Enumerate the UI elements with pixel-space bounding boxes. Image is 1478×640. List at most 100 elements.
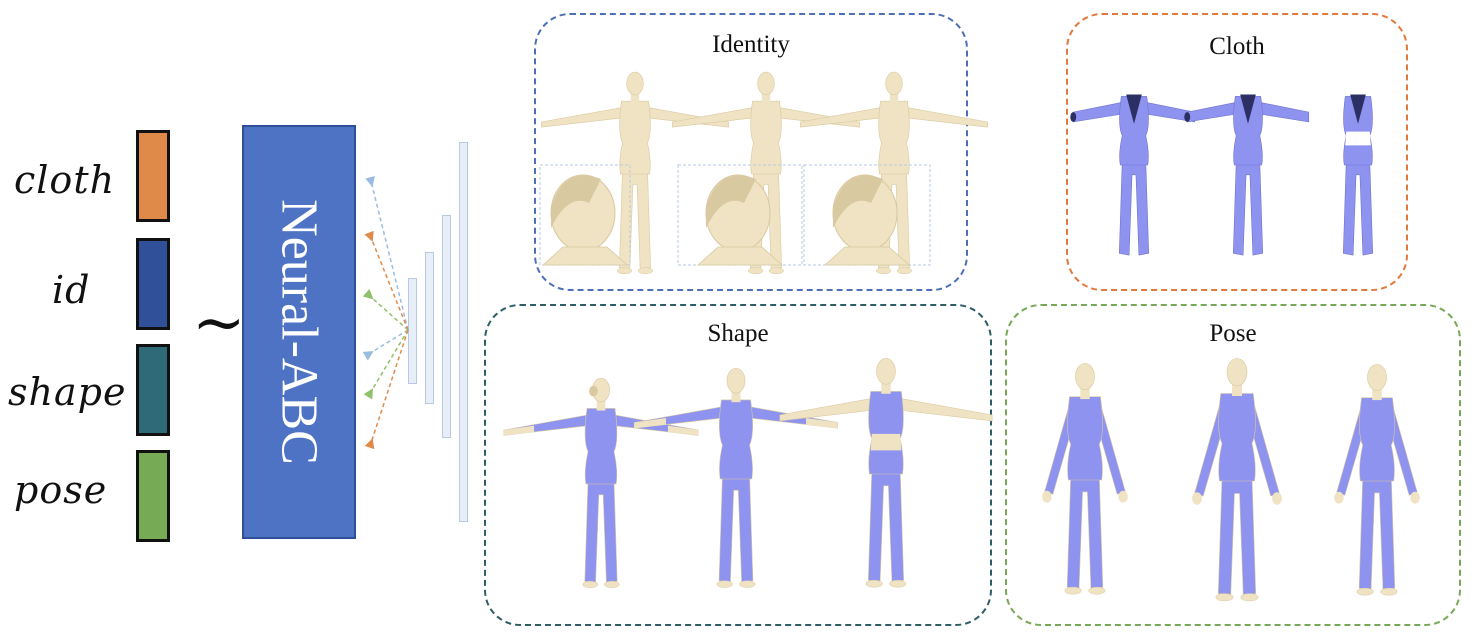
latent-label-pose: pose (14, 468, 108, 512)
figure-foot (896, 267, 912, 275)
figure-hand (503, 425, 535, 436)
figure-foot (1064, 586, 1082, 595)
figure-foot (1088, 586, 1106, 595)
figure-head (1226, 358, 1248, 387)
figure-legs (1358, 475, 1396, 591)
latent-bar-id (136, 238, 170, 330)
identity-panel-title: Identity (712, 31, 790, 58)
figure-hand (1334, 491, 1344, 504)
figure-head (1075, 363, 1095, 390)
cloth-panel: Cloth (1066, 13, 1408, 291)
figure-neck (630, 90, 640, 104)
figure-foot (617, 267, 633, 275)
shape-body-slim (779, 358, 993, 588)
pose-body-2 (1192, 358, 1282, 602)
figure-neck (761, 90, 771, 104)
figure-foot (865, 579, 883, 588)
figure-neck (731, 388, 741, 403)
latent-bar-pose (136, 450, 170, 542)
figure-foot (889, 579, 907, 588)
figure-foot (637, 267, 653, 275)
shape-body-heavy (503, 377, 699, 588)
garment-top (1119, 96, 1149, 166)
decoder-arrow (363, 329, 409, 400)
figure-torso (878, 100, 910, 175)
face-shoulders (541, 246, 629, 266)
figure-foot (582, 580, 599, 588)
garment-sleeve (1259, 101, 1310, 123)
garment-pants (1232, 160, 1264, 256)
figure-torso (1218, 393, 1256, 482)
identity-body (672, 71, 860, 275)
figure-foot (739, 580, 756, 588)
shape-body-medium (634, 367, 838, 588)
figure-arm (541, 107, 623, 128)
figure-head (626, 71, 644, 96)
identity-figures (539, 71, 988, 275)
figure-neck (596, 397, 606, 411)
garment-cuff (1070, 112, 1077, 122)
garment-pants (1342, 160, 1374, 256)
figure-torso (868, 391, 904, 475)
figure-hand (806, 417, 838, 429)
latent-label-cloth: cloth (14, 158, 116, 202)
figure-head (885, 71, 903, 96)
face-shoulders (823, 246, 911, 266)
figure-foot (603, 580, 620, 588)
garment-sleeve (1186, 101, 1237, 123)
figure-legs (718, 474, 754, 584)
figure-foot (1240, 593, 1259, 602)
figure-neck (1232, 381, 1242, 396)
cloth-figures (1070, 94, 1374, 256)
figure-head (1367, 364, 1387, 391)
cloth-garment-jacket (1184, 94, 1310, 256)
figure-hand (667, 425, 699, 436)
figure-foot (716, 580, 733, 588)
decoder-arrow (362, 329, 409, 361)
figure-neck (1080, 384, 1090, 400)
figure-hand (1272, 492, 1282, 505)
figure-head (726, 367, 746, 394)
figure-foot (768, 267, 784, 275)
figure-torso (719, 399, 753, 480)
figure-head (757, 71, 775, 96)
garment-inner (1240, 94, 1256, 124)
figure-neck (1372, 385, 1382, 401)
figure-torso (750, 100, 782, 175)
cloth-panel-title: Cloth (1209, 33, 1265, 60)
decoder-layer-1 (408, 278, 417, 384)
figure-legs (584, 479, 618, 584)
figure-arm (779, 398, 873, 422)
figure-legs (619, 169, 651, 271)
figure-torso (1067, 396, 1103, 481)
figure-torso (1359, 397, 1395, 482)
latent-label-shape: shape (8, 370, 127, 414)
figure-hand (634, 417, 666, 429)
figure-torso (584, 408, 618, 485)
figure-hand (1192, 492, 1202, 505)
figure-hand (1410, 491, 1420, 504)
shape-panel-title: Shape (707, 320, 769, 347)
garment-sleeve (1072, 101, 1123, 123)
face-inset-box (803, 164, 931, 266)
pose-panel: Pose (1005, 304, 1461, 626)
figure-neck (881, 379, 891, 394)
pose-figures (1042, 358, 1420, 602)
garment-cuff (1184, 112, 1191, 122)
garment-pants (1118, 160, 1150, 256)
cloth-garment-suit (1070, 94, 1196, 256)
figure-legs (1066, 474, 1104, 590)
figure-torso (619, 100, 651, 175)
decoder-arrow (365, 176, 409, 331)
figure-midriff (870, 433, 902, 451)
face-shoulders (696, 246, 784, 266)
face-hair (551, 175, 601, 228)
figure-arm (899, 398, 993, 422)
pose-body-1 (1042, 363, 1128, 595)
identity-panel: Identity (534, 13, 988, 291)
garment-top (1233, 96, 1263, 166)
identity-body (800, 71, 988, 275)
figure-foot (1215, 593, 1234, 602)
figure-hand (1042, 490, 1052, 503)
